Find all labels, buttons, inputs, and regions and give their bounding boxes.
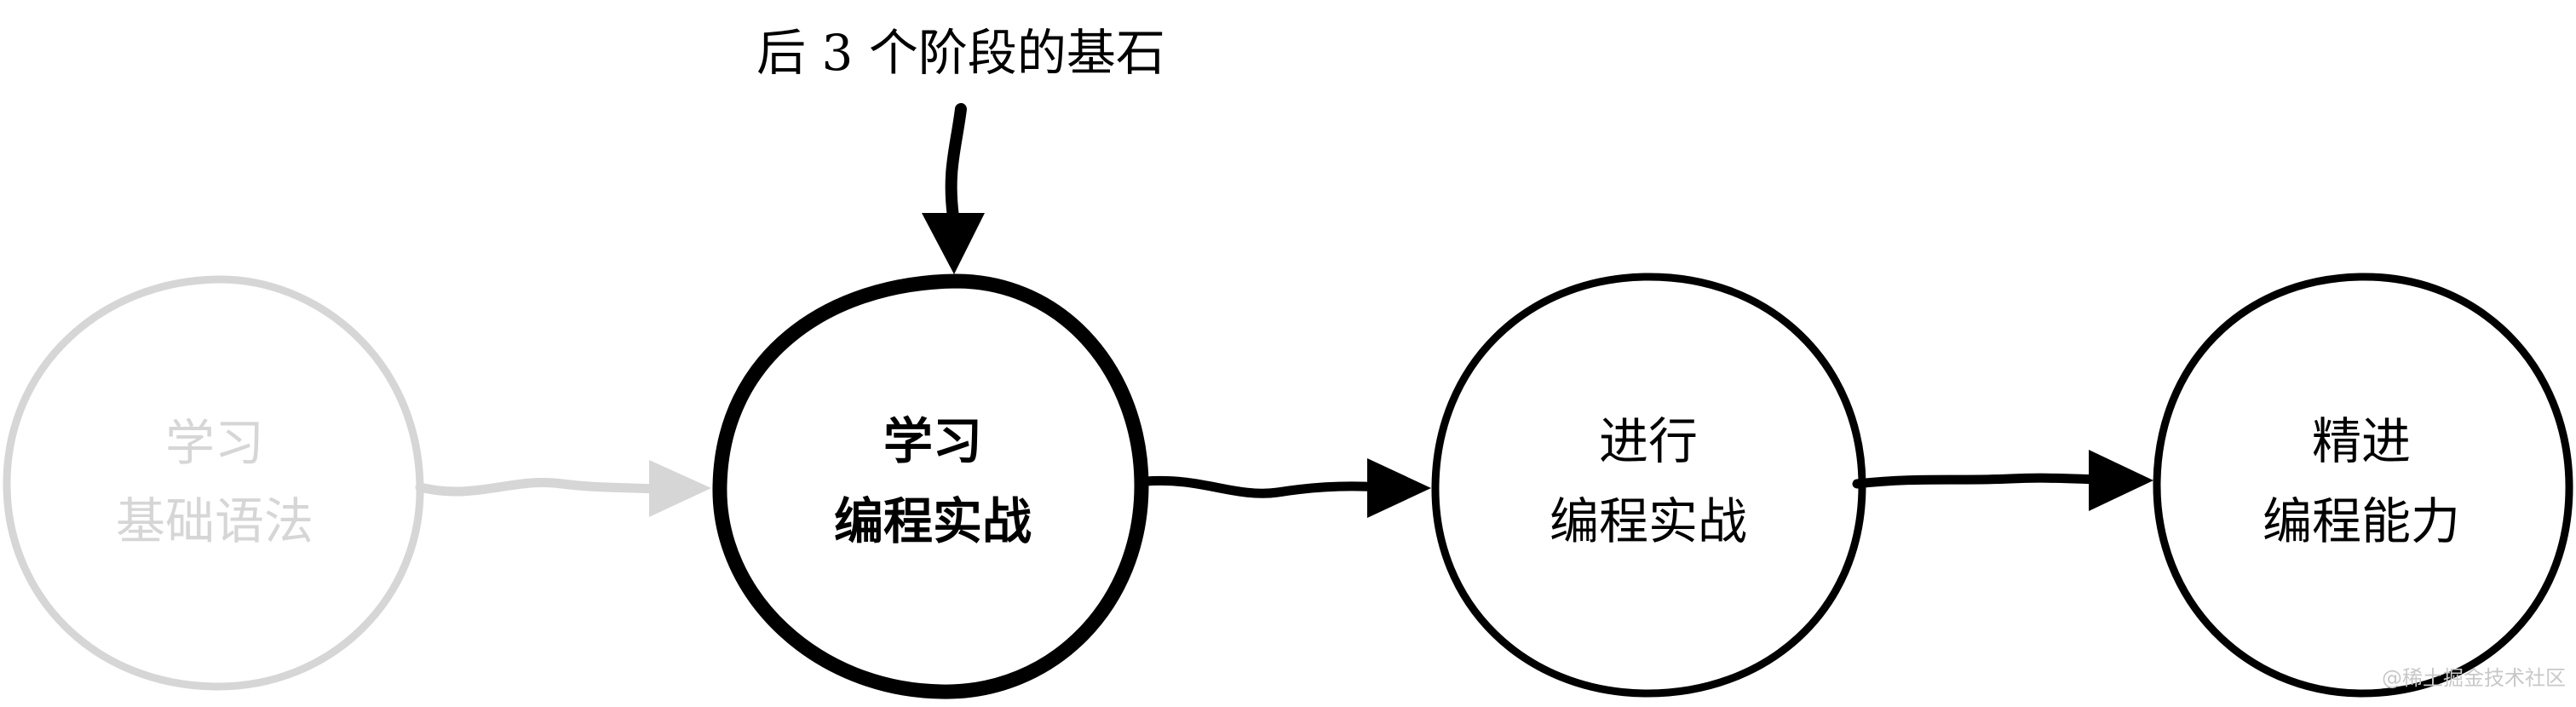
stage-2-line1: 学习 (883, 412, 982, 470)
stage-3-line1: 进行 (1599, 412, 1698, 470)
stage-node-1: 学习 基础语法 (3, 275, 424, 691)
stage-circle-4 (2153, 273, 2573, 698)
stage-circle-3 (1431, 273, 1866, 698)
stage-node-4: 精进 编程能力 (2153, 273, 2573, 698)
flow-arrow-3 (1852, 450, 2153, 511)
flow-arrow-1 (415, 460, 711, 517)
stage-4-line2: 编程能力 (2263, 492, 2460, 550)
stage-circle-2 (712, 273, 1149, 699)
watermark: @稀土掘金技术社区 (2382, 666, 2566, 690)
stage-1-line1: 学习 (165, 414, 264, 472)
stage-circle-1 (3, 275, 424, 691)
annotation-arrow (922, 103, 985, 274)
stage-3-line2: 编程实战 (1550, 492, 1747, 550)
flow-arrow-2 (1141, 458, 1431, 518)
stage-node-3: 进行 编程实战 (1431, 273, 1866, 698)
annotation-label: 后 3 个阶段的基石 (756, 24, 1165, 82)
stage-4-line1: 精进 (2312, 412, 2411, 470)
stage-node-2: 学习 编程实战 (712, 273, 1149, 699)
stage-1-line2: 基础语法 (116, 492, 313, 550)
stage-2-line2: 编程实战 (834, 492, 1032, 550)
